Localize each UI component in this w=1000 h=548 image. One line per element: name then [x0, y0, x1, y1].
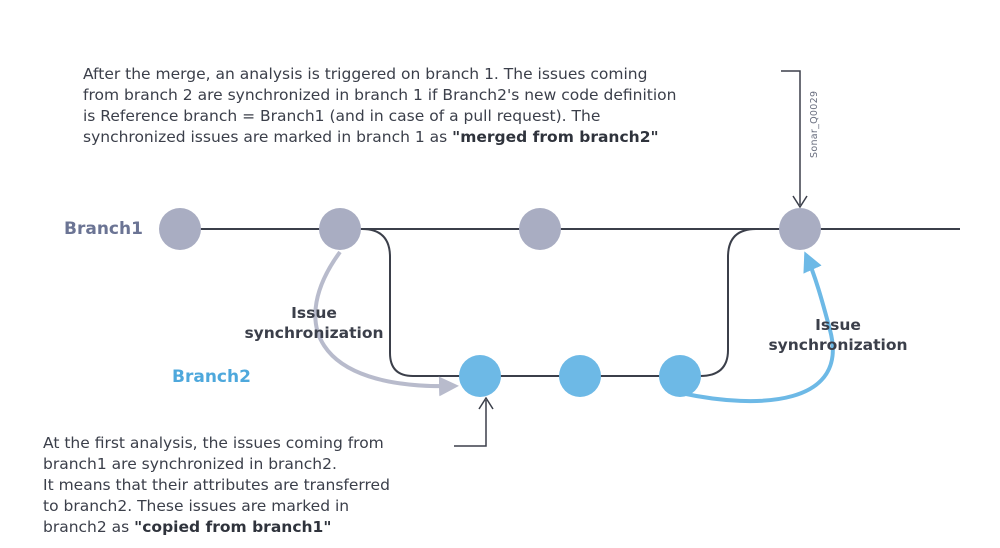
top-note-arrowhead [792, 195, 808, 209]
copied-from-branch1-label: "copied from branch1" [134, 518, 332, 536]
branch1-commit-2 [319, 208, 361, 250]
top-note-pointer [781, 70, 801, 205]
branch2-path [361, 228, 780, 377]
branch2-commit-2 [559, 355, 601, 397]
branch2-label: Branch2 [172, 367, 251, 387]
reference-code: Sonar_Q0029 [809, 90, 820, 158]
branch1-commit-3 [519, 208, 561, 250]
sync-label-right: Issue synchronization [760, 315, 916, 355]
merge-note-line-4: synchronized issues are marked in branch… [83, 127, 676, 148]
first-analysis-note: At the first analysis, the issues coming… [43, 433, 390, 538]
sync-label-right-line-2: synchronization [768, 336, 908, 354]
sync-label-left-line-1: Issue [291, 304, 337, 322]
merge-note-line-2: from branch 2 are synchronized in branch… [83, 86, 677, 104]
sync-arrow-right [680, 251, 835, 404]
bottom-note-arrowhead [478, 396, 494, 410]
sync-label-left: Issue synchronization [236, 303, 392, 343]
sync-label-left-line-2: synchronization [244, 324, 384, 342]
merge-note-line-1: After the merge, an analysis is triggere… [83, 65, 648, 83]
sync-arrow-left [313, 250, 459, 397]
branch1-commit-1 [159, 208, 201, 250]
branch2-commit-3 [659, 355, 701, 397]
first-analysis-note-line-1: At the first analysis, the issues coming… [43, 434, 384, 452]
bottom-note-pointer [454, 400, 487, 447]
merge-note-line-3: is Reference branch = Branch1 (and in ca… [83, 107, 601, 125]
first-analysis-note-line-2: branch1 are synchronized in branch2. [43, 455, 337, 473]
first-analysis-note-line-3: It means that their attributes are trans… [43, 476, 390, 494]
branch1-commit-merge [779, 208, 821, 250]
first-analysis-note-line-5: branch2 as "copied from branch1" [43, 517, 390, 538]
first-analysis-note-line-4: to branch2. These issues are marked in [43, 497, 350, 515]
first-analysis-note-line-5-text: branch2 as [43, 518, 135, 536]
sync-label-right-line-1: Issue [815, 316, 861, 334]
merge-note: After the merge, an analysis is triggere… [83, 64, 676, 148]
merged-from-branch2-label: "merged from branch2" [452, 128, 659, 146]
branch1-label: Branch1 [64, 219, 143, 239]
merge-note-line-4-text: synchronized issues are marked in branch… [83, 128, 453, 146]
branch2-commit-1 [459, 355, 501, 397]
